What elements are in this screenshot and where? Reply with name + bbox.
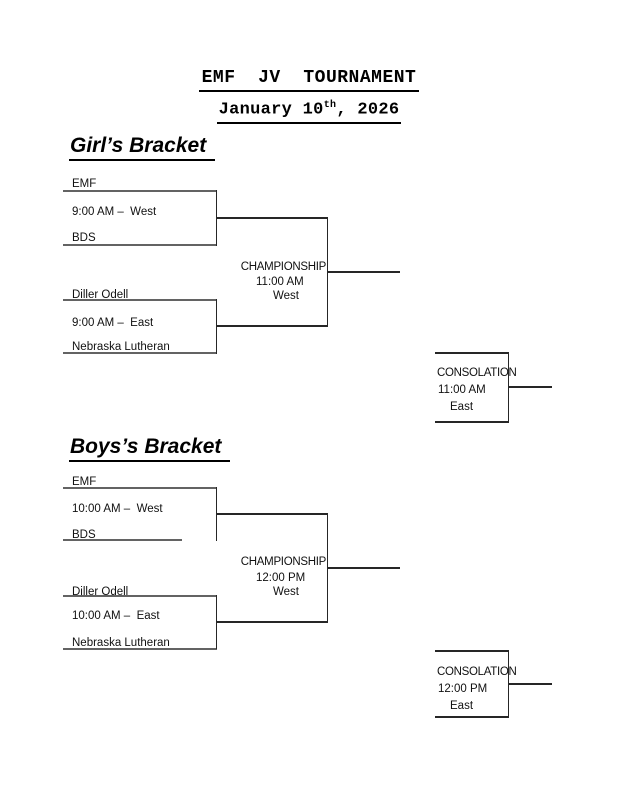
girls-consolation-bottom-line: [435, 421, 509, 423]
girls-game2-top-team: Diller Odell: [72, 289, 129, 301]
girls-game1-time: 9:00 AM – West: [72, 206, 157, 218]
girls-game2-time: 9:00 AM – East: [72, 317, 154, 329]
girls-championship-winner-line: [328, 271, 400, 273]
boys-consolation-bottom-line: [435, 716, 509, 718]
boys-game2-time: 10:00 AM – East: [72, 610, 160, 622]
girls-consolation-winner-line: [508, 386, 552, 388]
page-title: EMF JV TOURNAMENT: [198, 68, 420, 92]
girls-game1-top-team-line: [63, 190, 217, 192]
boys-game2-advance-line: [215, 621, 328, 623]
boys-game1-bottom-team: BDS: [72, 529, 96, 541]
boys-championship-time: 12:00 PM: [256, 572, 306, 584]
boys-game2-bottom-team-line: [63, 648, 217, 650]
boys-consolation-location: East: [450, 700, 474, 712]
girls-bracket-heading: Girl’s Bracket: [69, 134, 216, 161]
boys-game1-time: 10:00 AM – West: [72, 503, 163, 515]
girls-championship-label: CHAMPIONSHIP: [240, 261, 327, 273]
girls-game1-advance-line: [215, 217, 328, 219]
girls-game2-advance-line: [215, 325, 328, 327]
girls-championship-vline: [326, 217, 329, 327]
girls-game2-bottom-team: Nebraska Lutheran: [72, 341, 170, 353]
date-text: January 10th, 2026: [216, 100, 402, 124]
date-suffix: , 2026: [336, 100, 400, 120]
girls-game1-top-team: EMF: [72, 178, 97, 190]
girls-consolation-time: 11:00 AM: [438, 384, 486, 396]
girls-championship-location: West: [273, 290, 299, 302]
boys-game1-bottom-team-line: [63, 539, 182, 541]
title-row: EMF JV TOURNAMENT: [0, 68, 618, 92]
girls-game1-bottom-team-line: [63, 244, 217, 246]
girls-consolation-top-line: [435, 352, 509, 354]
girls-championship-time: 11:00 AM: [256, 276, 304, 288]
boys-game2-bottom-team: Nebraska Lutheran: [72, 637, 170, 649]
girls-bracket-heading-wrap: Girl’s Bracket: [69, 134, 216, 161]
boys-game1-advance-line: [215, 513, 328, 515]
boys-game2-top-team: Diller Odell: [72, 586, 129, 598]
boys-consolation-winner-line: [508, 683, 552, 685]
date-prefix: January 10: [218, 100, 324, 120]
girls-game2-top-team-line: [63, 299, 217, 301]
boys-bracket-heading: Boys’s Bracket: [69, 435, 231, 462]
boys-championship-vline: [326, 513, 329, 622]
boys-consolation-time: 12:00 PM: [438, 683, 488, 695]
boys-game2-top-team-line: [63, 595, 217, 597]
date-row: January 10th, 2026: [0, 100, 618, 124]
date-ordinal-superscript: th: [323, 100, 337, 111]
boys-consolation-label: CONSOLATION: [437, 666, 517, 678]
girls-consolation-label: CONSOLATION: [437, 367, 517, 379]
boys-consolation-top-line: [435, 650, 509, 652]
boys-game1-top-team-line: [63, 487, 217, 489]
boys-championship-winner-line: [328, 567, 400, 569]
girls-game1-bottom-team: BDS: [72, 232, 96, 244]
boys-game1-top-team: EMF: [72, 476, 97, 488]
boys-bracket-heading-wrap: Boys’s Bracket: [69, 435, 231, 462]
girls-consolation-location: East: [450, 401, 474, 413]
boys-championship-label: CHAMPIONSHIP: [240, 556, 327, 568]
girls-game2-bottom-team-line: [63, 352, 217, 354]
boys-championship-location: West: [273, 586, 299, 598]
